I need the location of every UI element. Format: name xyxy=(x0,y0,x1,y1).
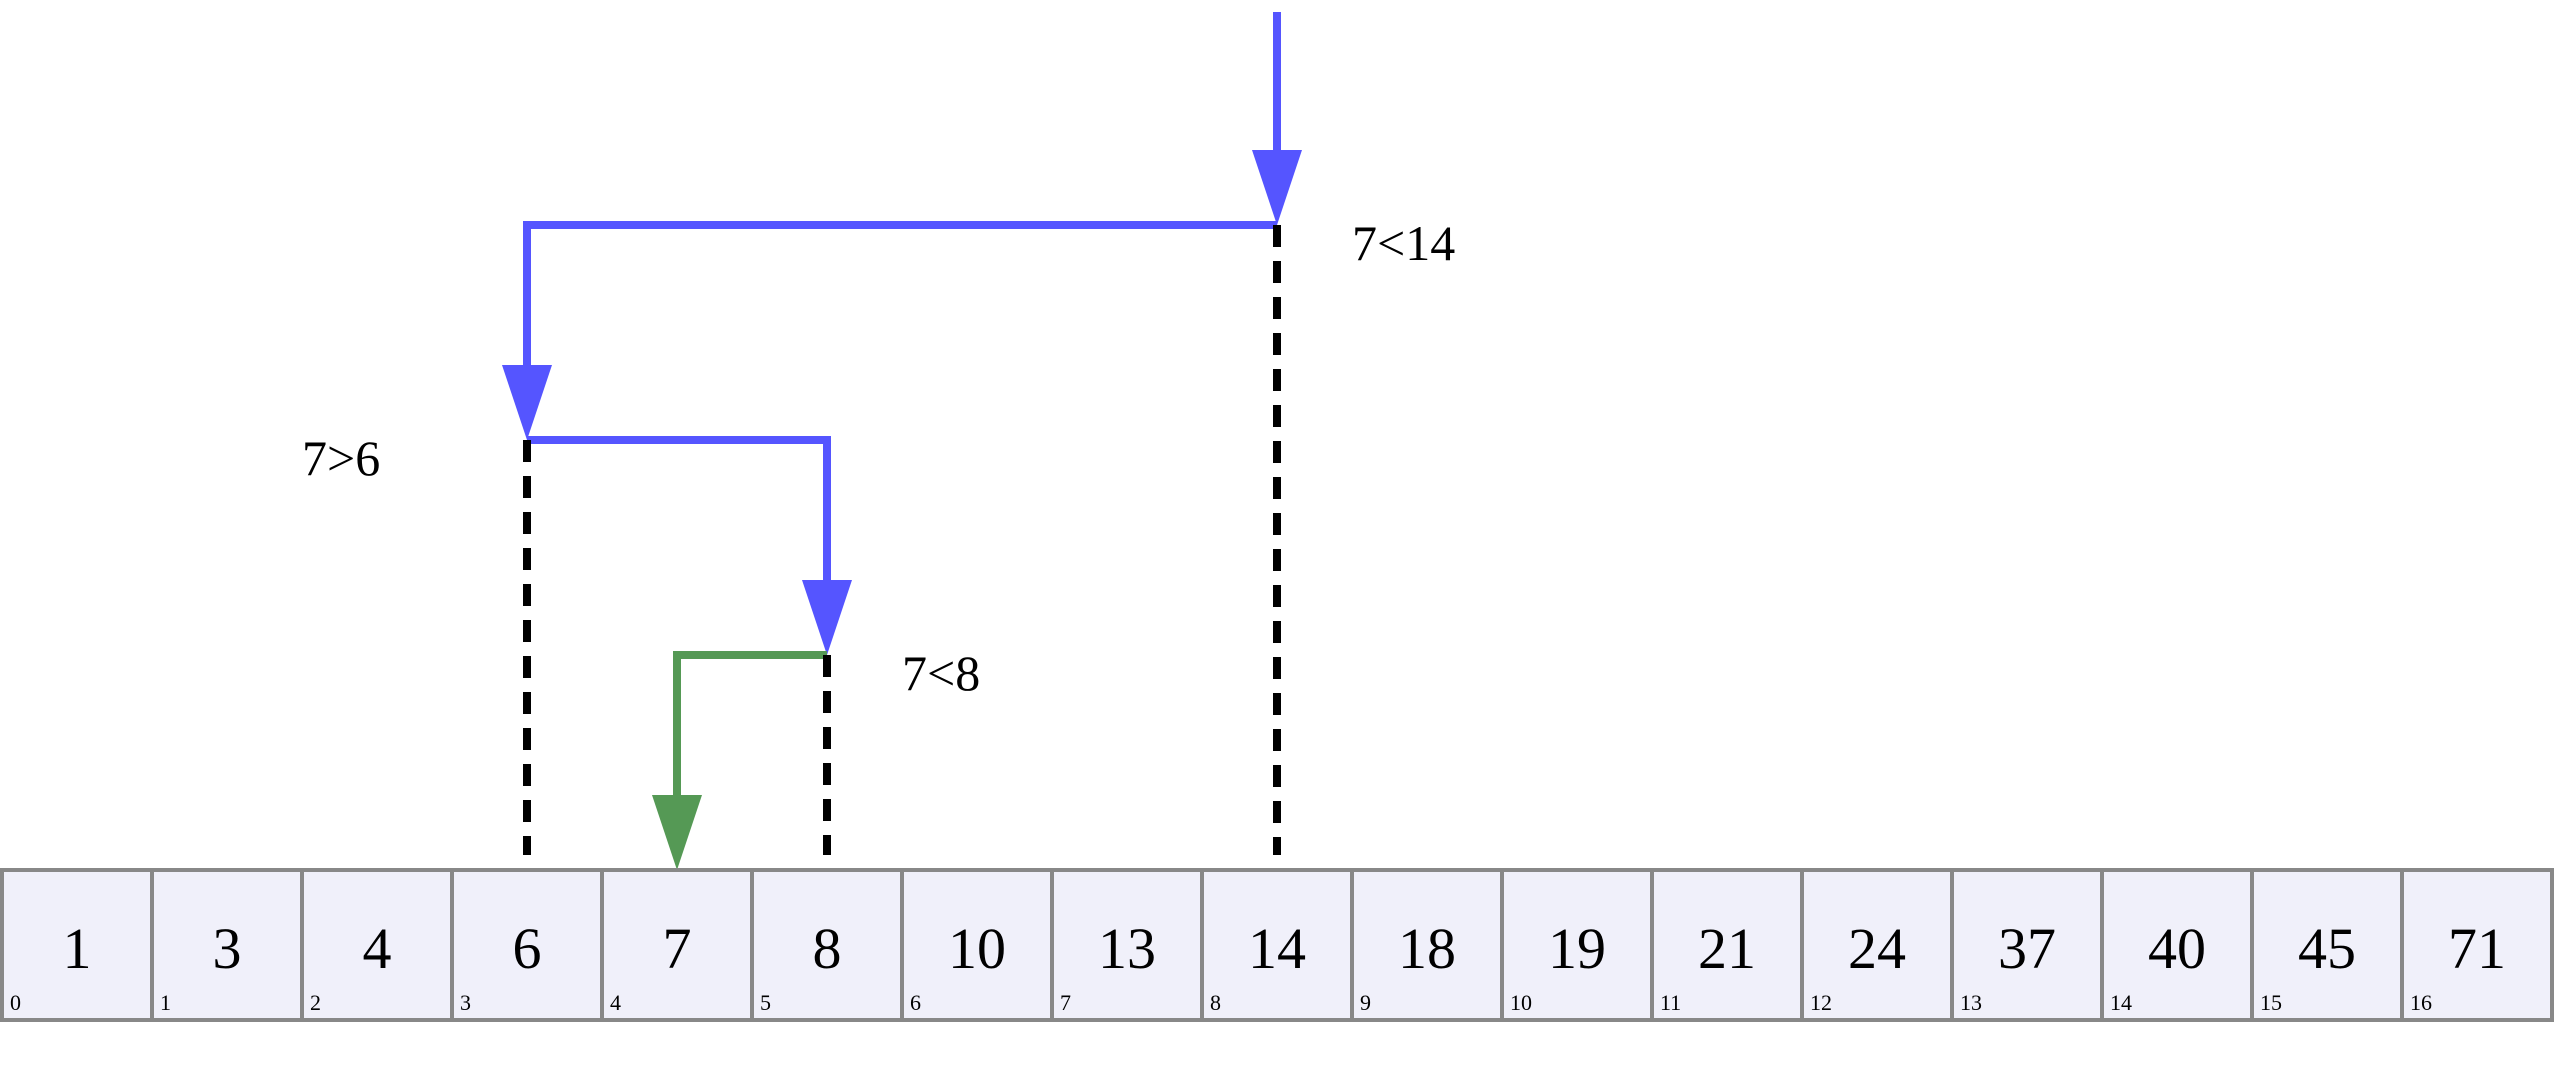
cell-value: 21 xyxy=(1698,916,1756,981)
array-cell: 74 xyxy=(600,868,754,1022)
cell-value: 7 xyxy=(663,916,692,981)
cell-index: 14 xyxy=(2110,990,2132,1015)
cell-index: 2 xyxy=(310,990,321,1015)
cell-index: 4 xyxy=(610,990,621,1015)
cell-index: 11 xyxy=(1660,990,1681,1015)
cell-box xyxy=(1800,868,1954,1022)
cell-value: 13 xyxy=(1098,916,1156,981)
array-cell: 40 14 xyxy=(2100,868,2254,1022)
cell-value: 24 xyxy=(1848,916,1906,981)
search-arrow-head xyxy=(502,365,552,440)
cell-box xyxy=(1050,868,1204,1022)
cell-box xyxy=(1200,868,1354,1022)
array-cell: 24 12 xyxy=(1800,868,1954,1022)
array-cell: 42 xyxy=(300,868,454,1022)
cell-box xyxy=(1350,868,1504,1022)
cell-value: 40 xyxy=(2148,916,2206,981)
cell-value: 19 xyxy=(1548,916,1606,981)
cell-box xyxy=(1500,868,1654,1022)
cell-box xyxy=(1650,868,1804,1022)
cell-value: 8 xyxy=(813,916,842,981)
comparison-label: 7>6 xyxy=(302,430,380,486)
array-cell: 71 16 xyxy=(2400,868,2554,1022)
cell-value: 18 xyxy=(1398,916,1456,981)
array-cell: 18 9 xyxy=(1350,868,1504,1022)
search-arrow-head xyxy=(1252,150,1302,225)
array-cell: 63 xyxy=(450,868,604,1022)
cell-box xyxy=(2400,868,2554,1022)
cell-value: 6 xyxy=(513,916,542,981)
cell-index: 8 xyxy=(1210,990,1221,1015)
found-arrow-head xyxy=(652,795,702,870)
cell-value: 3 xyxy=(213,916,242,981)
array-cell: 21 11 xyxy=(1650,868,1804,1022)
cell-index: 10 xyxy=(1510,990,1532,1015)
search-path-segment xyxy=(527,436,831,595)
cell-value: 14 xyxy=(1248,916,1306,981)
search-path-arrows xyxy=(502,12,1302,870)
cell-index: 13 xyxy=(1960,990,1982,1015)
cell-index: 9 xyxy=(1360,990,1371,1015)
cell-value: 4 xyxy=(363,916,392,981)
comparison-label: 7<14 xyxy=(1352,215,1455,271)
sorted-array: 1031426374851061371481891910211124123713… xyxy=(0,868,2554,1022)
cell-box xyxy=(150,868,304,1022)
cell-box xyxy=(1950,868,2104,1022)
found-path-segment xyxy=(673,651,827,810)
cell-index: 5 xyxy=(760,990,771,1015)
cell-value: 1 xyxy=(63,916,92,981)
array-cell: 13 7 xyxy=(1050,868,1204,1022)
cell-index: 0 xyxy=(10,990,21,1015)
comparison-labels: 7<14 7>6 7<8 xyxy=(302,215,1455,701)
cell-index: 16 xyxy=(2410,990,2432,1015)
array-cell: 14 8 xyxy=(1200,868,1354,1022)
comparison-label: 7<8 xyxy=(902,645,980,701)
cell-index: 1 xyxy=(160,990,171,1015)
cell-box xyxy=(600,868,754,1022)
array-cell: 10 xyxy=(0,868,154,1022)
cell-box xyxy=(900,868,1054,1022)
array-cell: 45 15 xyxy=(2250,868,2404,1022)
array-cell: 10 6 xyxy=(900,868,1054,1022)
search-arrow-head xyxy=(802,580,852,655)
cell-value: 10 xyxy=(948,916,1006,981)
cell-index: 15 xyxy=(2260,990,2282,1015)
cell-value: 45 xyxy=(2298,916,2356,981)
cell-box xyxy=(750,868,904,1022)
probe-lines xyxy=(523,225,1281,855)
cell-index: 7 xyxy=(1060,990,1071,1015)
cell-index: 12 xyxy=(1810,990,1832,1015)
cell-value: 71 xyxy=(2448,916,2506,981)
cell-box xyxy=(2100,868,2254,1022)
array-cell: 31 xyxy=(150,868,304,1022)
search-path-segment xyxy=(523,221,1277,380)
cell-value: 37 xyxy=(1998,916,2056,981)
array-cell: 85 xyxy=(750,868,904,1022)
array-cell: 37 13 xyxy=(1950,868,2104,1022)
cell-index: 6 xyxy=(910,990,921,1015)
cell-index: 3 xyxy=(460,990,471,1015)
